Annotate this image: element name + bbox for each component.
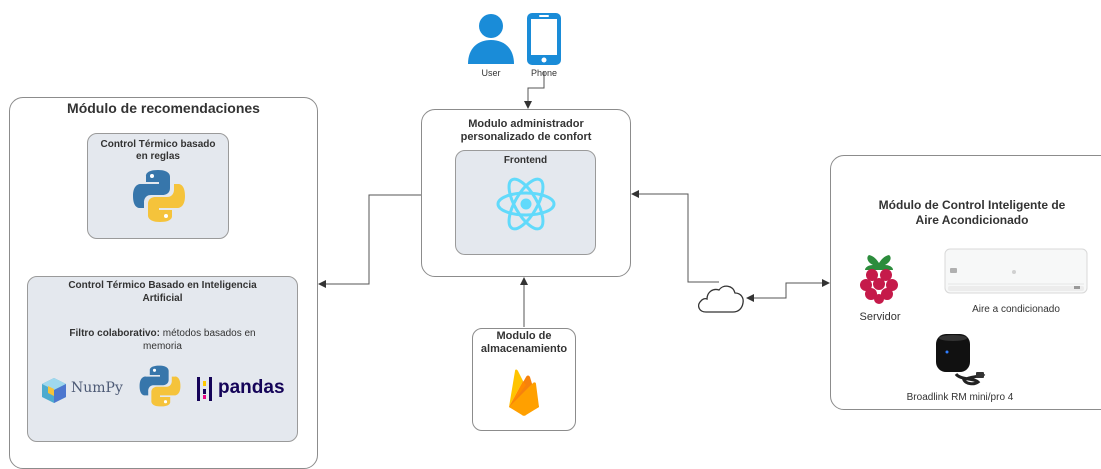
cloud-icon [696, 282, 746, 314]
admin-title: Modulo administrador personalizado de co… [460, 118, 592, 143]
storage-title: Modulo de almacenamiento [480, 330, 568, 355]
phone-to-admin-line [524, 72, 545, 109]
raspberry-pi-icon [858, 253, 900, 305]
admin-to-recommendations-line [318, 194, 421, 288]
air-conditioner-label: Aire a condicionado [972, 304, 1060, 315]
control-title: Módulo de Control Inteligente de Aire Ac… [878, 198, 1066, 227]
cloud-to-admin-line [631, 190, 719, 283]
react-icon [494, 174, 558, 234]
pandas-icon [196, 375, 214, 403]
numpy-cube-icon [40, 376, 68, 404]
frontend-title: Frontend [503, 155, 548, 166]
python-icon [131, 168, 187, 224]
firebase-icon [506, 369, 542, 417]
numpy-label: NumPy [71, 380, 123, 396]
phone-icon [526, 13, 562, 65]
python-icon-2 [138, 364, 182, 408]
ai-control-box [27, 276, 298, 442]
user-label: User [481, 68, 501, 78]
broadlink-label: Broadlink RM mini/pro 4 [906, 392, 1014, 403]
pandas-label: pandas [218, 377, 285, 398]
air-conditioner-icon [944, 248, 1088, 296]
cloud-to-control-line [747, 279, 830, 299]
ai-control-title: Control Térmico Basado en Inteligencia A… [68, 280, 257, 304]
broadlink-device-icon [930, 330, 988, 386]
rules-control-title: Control Térmico basado en reglas [100, 139, 216, 162]
collaborative-filter-text: Filtro colaborativo: métodos basados en … [50, 327, 275, 353]
server-label: Servidor [859, 311, 901, 323]
recommendations-title: Módulo de recomendaciones [67, 100, 260, 116]
collaborative-filter-bold: Filtro colaborativo: [69, 328, 160, 339]
collaborative-filter-rest: métodos basados en memoria [143, 328, 256, 352]
user-icon [466, 12, 516, 64]
phone-label: Phone [530, 68, 558, 78]
